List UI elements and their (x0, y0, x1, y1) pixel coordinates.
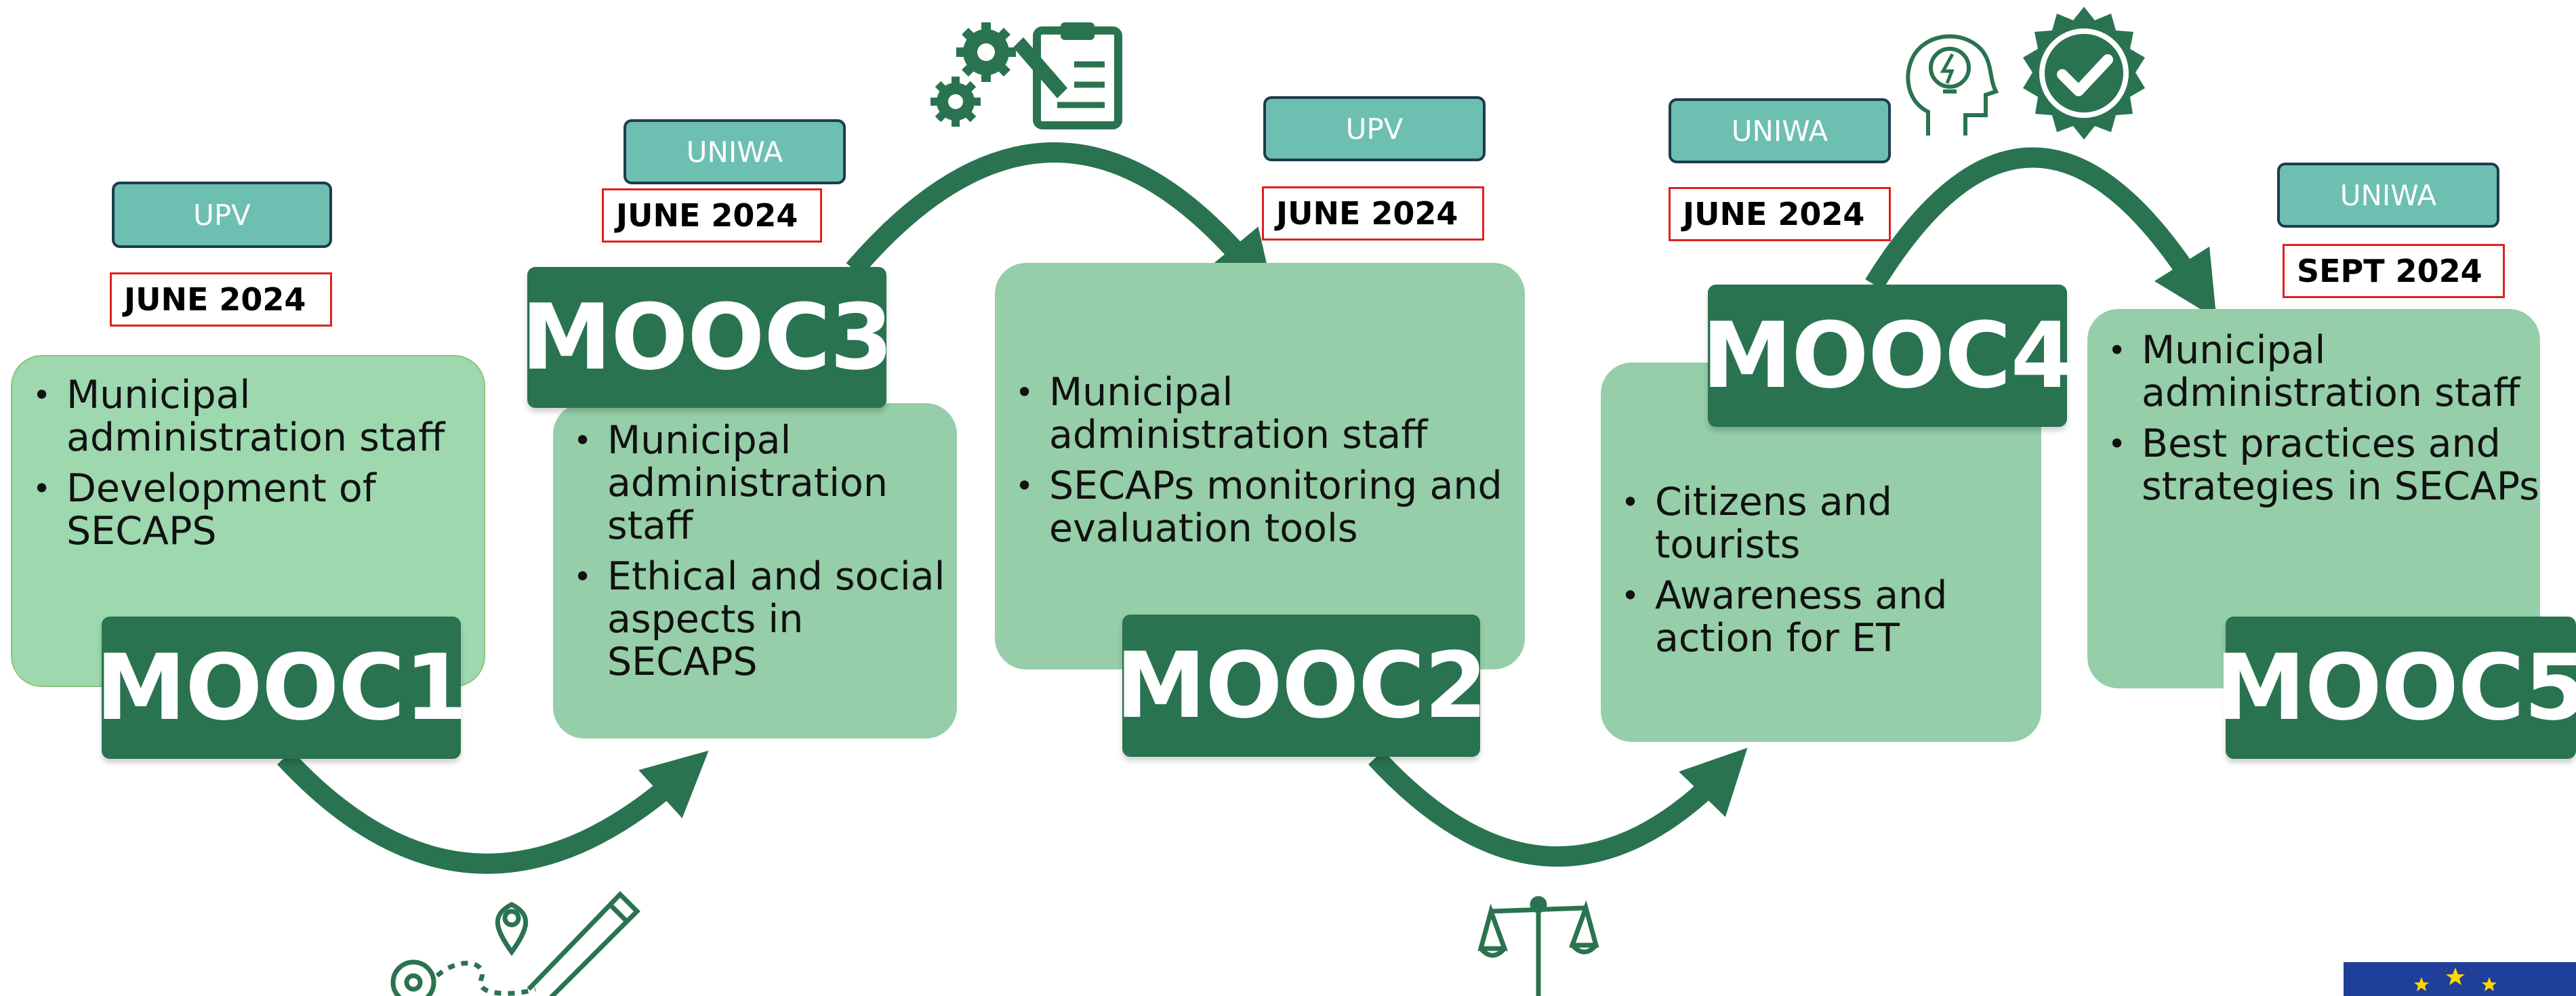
bullet-topic: SECAPs monitoring and evaluation tools (995, 465, 1525, 550)
date-label: JUNE 2024 (110, 272, 332, 327)
gears-clipboard-icon (931, 22, 1122, 129)
map-route-icon (390, 891, 640, 996)
arrow-mooc1-to-mooc3 (277, 750, 709, 874)
bullet-audience: Municipal administration staff (995, 371, 1525, 457)
module-card: Municipal administration staff SECAPs mo… (995, 263, 1525, 669)
date-label: JUNE 2024 (1262, 186, 1484, 241)
date-label: JUNE 2024 (602, 188, 822, 243)
bullet-topic: Best practices and strategies in SECAPs (2087, 423, 2540, 508)
idea-head-icon (1906, 34, 1999, 136)
bullet-audience: Municipal administration staff (553, 419, 957, 547)
org-badge: UPV (1263, 96, 1486, 161)
bullet-topic: Awareness and action for ET (1601, 575, 2041, 660)
arrow-mooc2-to-mooc4 (1368, 747, 1748, 867)
bullet-audience: Municipal administration staff (12, 374, 484, 459)
check-badge-icon (2023, 7, 2145, 140)
module-title: MOOC1 (96, 617, 468, 759)
module-title: MOOC2 (1116, 615, 1488, 757)
bullet-topic: Ethical and social aspects in SECAPS (553, 556, 957, 684)
arrow-mooc4-to-mooc5 (1865, 147, 2217, 319)
org-badge: UPV (112, 182, 332, 248)
date-label: JUNE 2024 (1669, 187, 1891, 241)
scales-icon (1477, 896, 1599, 996)
bullet-audience: Citizens and tourists (1601, 481, 2041, 566)
date-label: SEPT 2024 (2283, 244, 2505, 298)
org-badge: UNIWA (623, 119, 846, 184)
module-card: Municipal administration staff Ethical a… (553, 403, 957, 739)
module-title: MOOC4 (1702, 285, 2074, 427)
org-badge: UNIWA (1669, 98, 1891, 163)
bullet-topic: Development of SECAPS (12, 468, 484, 553)
module-title: MOOC5 (2215, 617, 2576, 759)
eu-flag-icon (2344, 962, 2576, 996)
module-title: MOOC3 (521, 267, 893, 408)
bullet-audience: Municipal administration staff (2087, 329, 2540, 415)
org-badge: UNIWA (2277, 163, 2499, 228)
arrow-mooc3-to-mooc2 (846, 142, 1275, 298)
